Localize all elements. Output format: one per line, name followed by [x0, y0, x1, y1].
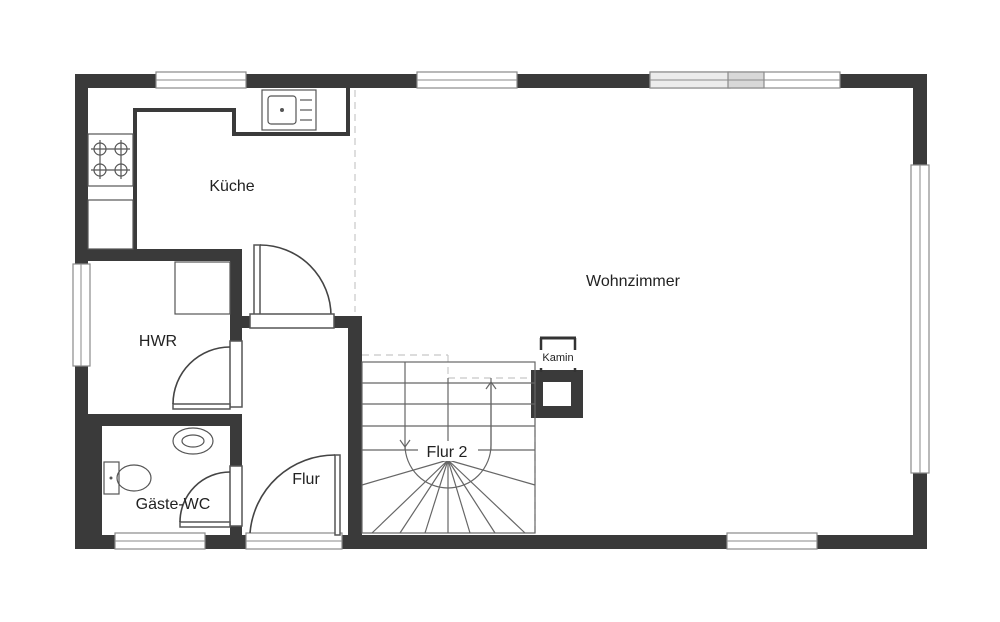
room-label-flur: Flur — [292, 471, 320, 488]
flur2-label-bg — [418, 441, 478, 461]
room-label-gaeste-wc: Gäste-WC — [136, 496, 211, 513]
door-kueche-flur — [249, 244, 335, 329]
room-label-wohnzimmer: Wohnzimmer — [586, 273, 681, 290]
room-label-flur-2: Flur 2 — [427, 444, 468, 461]
kamin-firebox — [543, 382, 571, 406]
stove-icon — [87, 133, 134, 187]
room-label-kueche: Küche — [209, 178, 254, 195]
hwr-appliance — [174, 261, 231, 315]
zone-separators — [354, 90, 536, 533]
windows — [72, 71, 930, 550]
interior-walls — [88, 88, 583, 538]
exterior-walls — [75, 74, 927, 549]
washbasin-icon — [172, 427, 214, 455]
kamin-hood — [539, 336, 577, 372]
kitchen-cabinet — [87, 199, 134, 250]
sink-icon — [261, 89, 317, 131]
door-wc — [179, 465, 243, 528]
door-hwr — [172, 340, 243, 410]
toilet-icon — [103, 461, 152, 495]
kamin-label: Kamin — [542, 352, 573, 364]
room-label-hwr: HWR — [139, 333, 177, 350]
door-front — [249, 454, 341, 536]
